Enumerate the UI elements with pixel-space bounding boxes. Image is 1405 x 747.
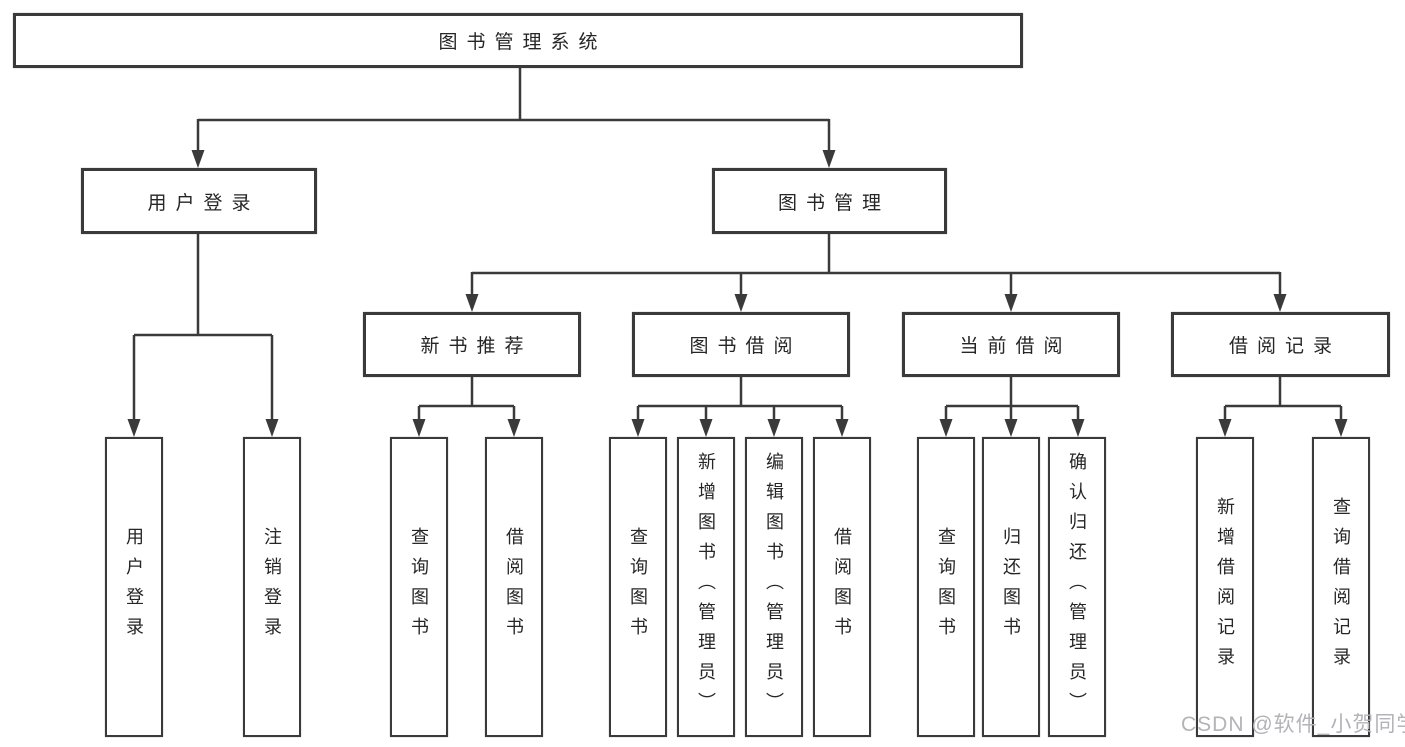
node-leaf-user-login: 用户登录: [105, 437, 163, 737]
node-book-management: 图书管理: [712, 168, 947, 234]
arrowhead-icon: [1334, 419, 1348, 437]
arrowhead-icon: [939, 419, 953, 437]
node-leaf-edit-book-admin: 编辑图书（管理员）: [745, 437, 803, 737]
arrowhead-icon: [191, 150, 205, 168]
arrowhead-icon: [465, 294, 479, 312]
node-book-borrowing: 图书借阅: [632, 312, 850, 377]
arrowhead-icon: [835, 419, 849, 437]
node-leaf-query-borrow-record: 查询借阅记录: [1312, 437, 1370, 737]
arrowhead-icon: [767, 419, 781, 437]
node-user-login: 用户登录: [81, 168, 317, 234]
node-new-book-recommend: 新书推荐: [363, 312, 581, 377]
node-leaf-borrow-books-borrowing: 借阅图书: [813, 437, 871, 737]
connector-group: [132, 67, 1343, 420]
arrowhead-icon: [127, 419, 141, 437]
node-leaf-borrow-books-recommend: 借阅图书: [485, 437, 543, 737]
arrowhead-icon: [412, 419, 426, 437]
arrowhead-icon: [734, 294, 748, 312]
node-current-borrowing: 当前借阅: [902, 312, 1120, 377]
node-leaf-query-books-borrowing: 查询图书: [609, 437, 667, 737]
arrowhead-group: [127, 150, 1348, 437]
arrowhead-icon: [1273, 294, 1287, 312]
node-borrowing-records: 借阅记录: [1171, 312, 1390, 377]
arrowhead-icon: [631, 419, 645, 437]
arrowhead-icon: [699, 419, 713, 437]
node-root-system: 图书管理系统: [13, 13, 1023, 68]
arrowhead-icon: [1218, 419, 1232, 437]
csdn-watermark: CSDN @软件_小贺同学: [1181, 713, 1405, 736]
node-leaf-query-books-recommend: 查询图书: [390, 437, 448, 737]
arrowhead-icon: [1004, 294, 1018, 312]
arrowhead-icon: [822, 150, 836, 168]
arrowhead-icon: [507, 419, 521, 437]
node-leaf-query-books-current: 查询图书: [917, 437, 975, 737]
node-leaf-add-borrow-record: 新增借阅记录: [1196, 437, 1254, 737]
node-leaf-return-books: 归还图书: [982, 437, 1040, 737]
node-leaf-add-book-admin: 新增图书（管理员）: [677, 437, 735, 737]
node-leaf-confirm-return-admin: 确认归还（管理员）: [1048, 437, 1106, 737]
arrowhead-icon: [265, 419, 279, 437]
node-leaf-logout: 注销登录: [243, 437, 301, 737]
arrowhead-icon: [1004, 419, 1018, 437]
arrowhead-icon: [1071, 419, 1085, 437]
